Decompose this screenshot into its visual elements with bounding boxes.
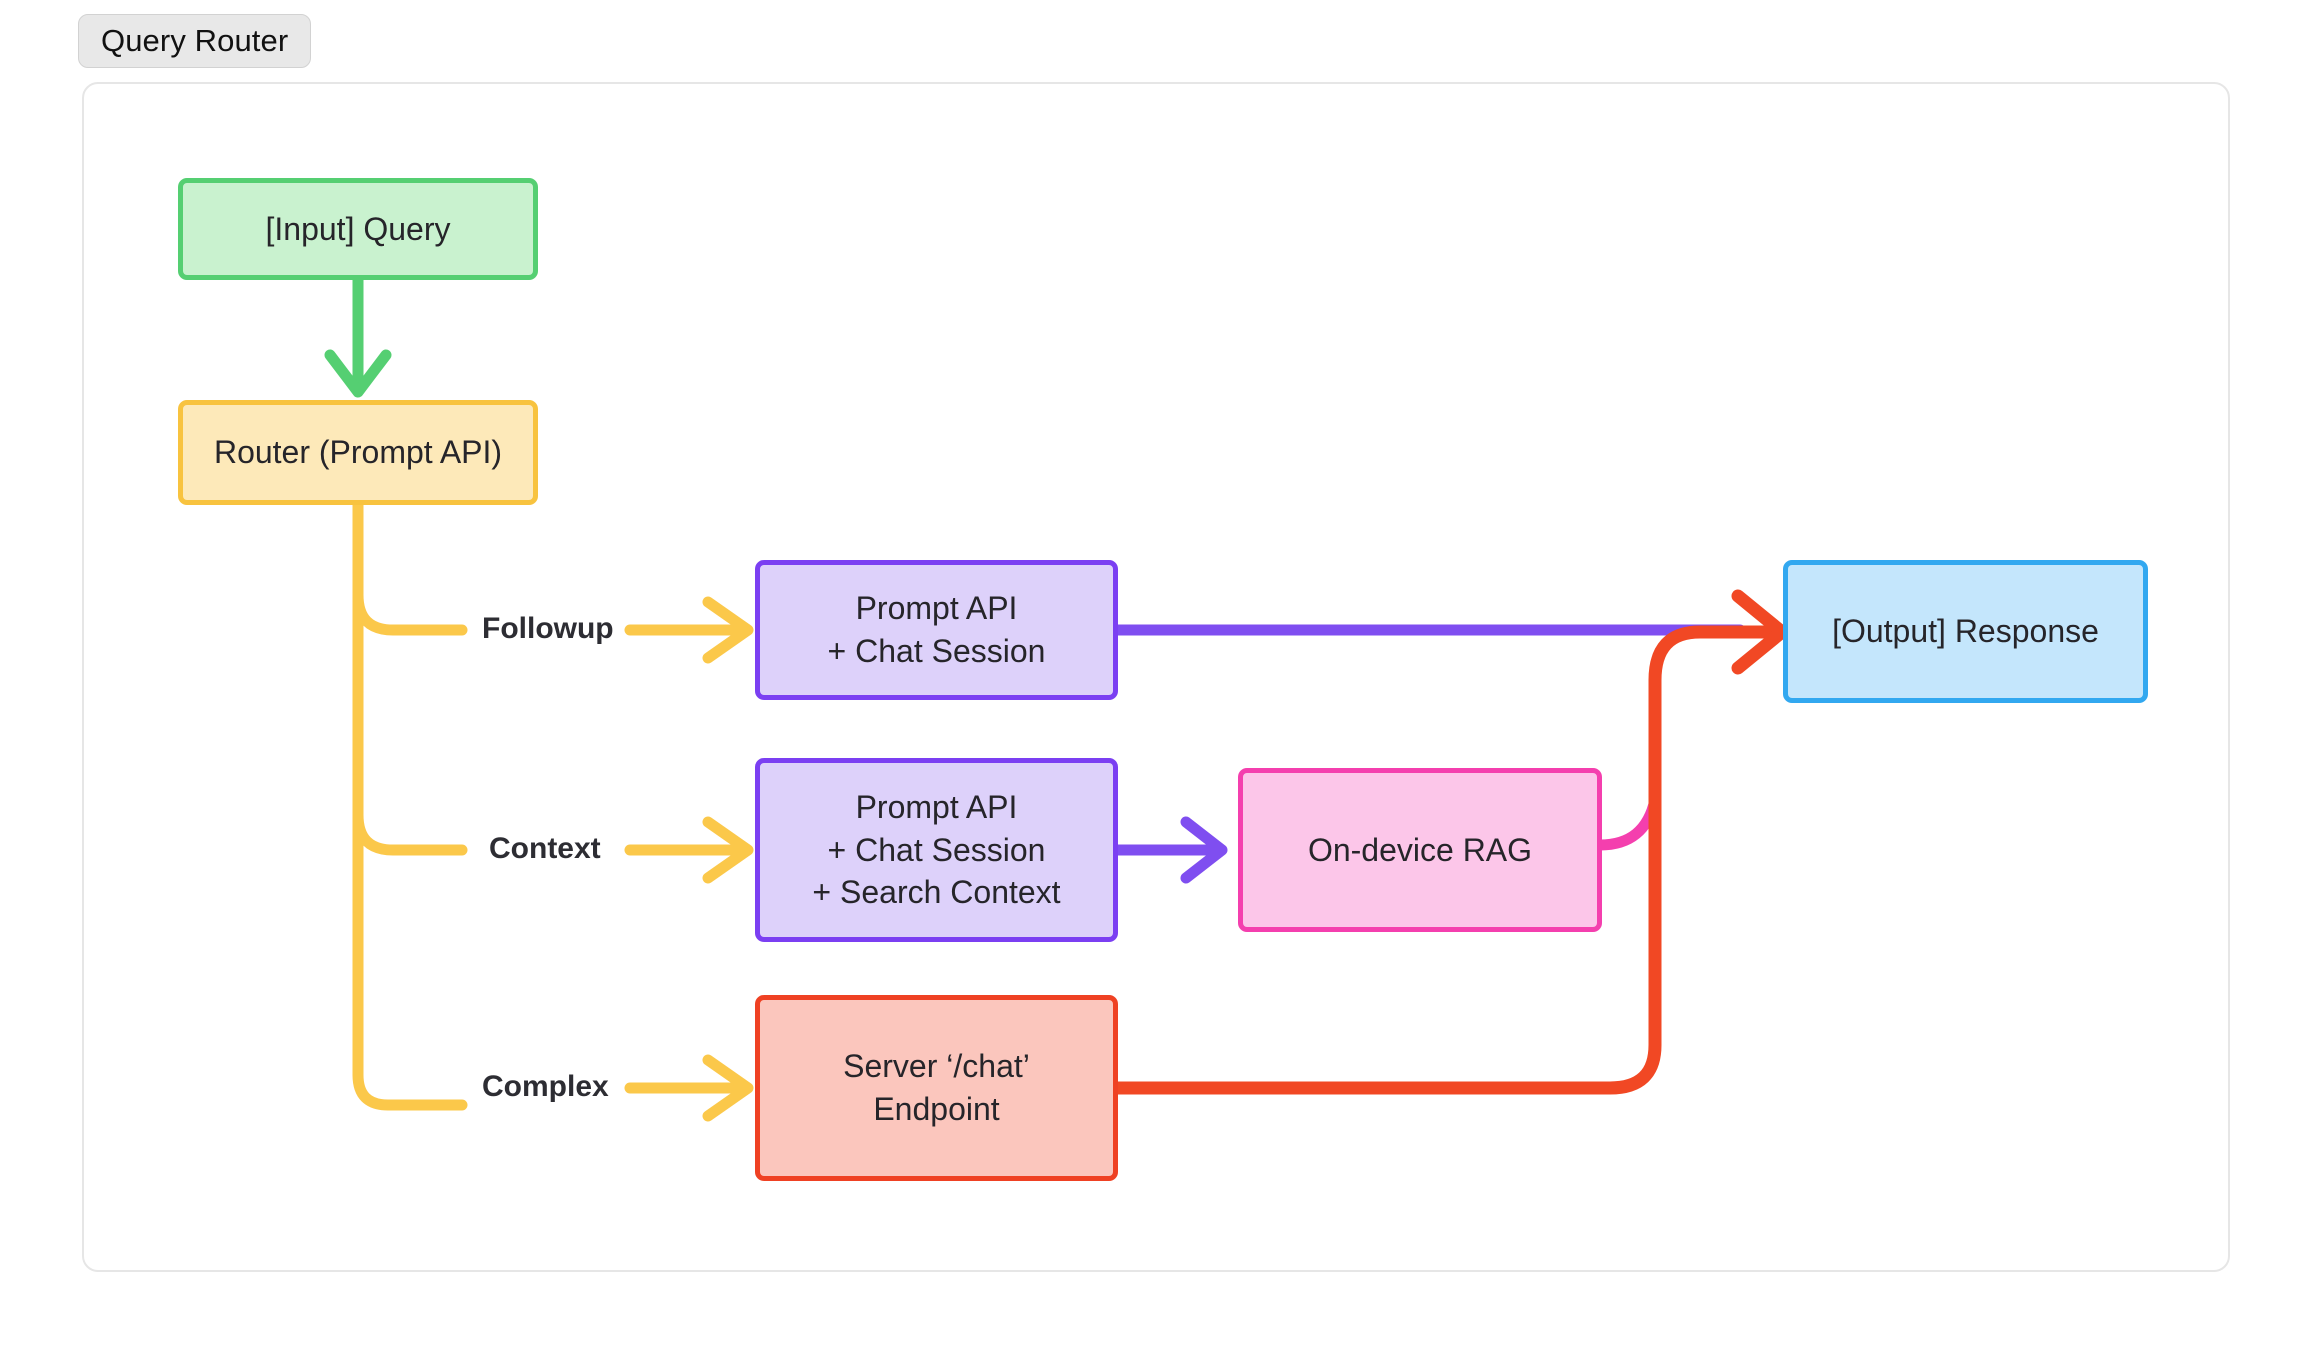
node-output-response[interactable]: [Output] Response [1783, 560, 2148, 703]
node-followup-prompt-api[interactable]: Prompt API + Chat Session [755, 560, 1118, 700]
edge-label-complex: Complex [482, 1070, 609, 1103]
diagram-title-label: Query Router [101, 23, 289, 58]
node-server-chat-endpoint-label: Server ‘/chat’ Endpoint [843, 1048, 1030, 1127]
node-followup-prompt-api-label: Prompt API + Chat Session [827, 590, 1046, 669]
edge-label-context: Context [489, 832, 601, 865]
node-router[interactable]: Router (Prompt API) [178, 400, 538, 505]
node-input-query[interactable]: [Input] Query [178, 178, 538, 280]
diagram-title-chip[interactable]: Query Router [78, 14, 312, 68]
node-output-response-label: [Output] Response [1832, 613, 2099, 650]
node-router-label: Router (Prompt API) [213, 434, 503, 471]
node-server-chat-endpoint[interactable]: Server ‘/chat’ Endpoint [755, 995, 1118, 1181]
node-on-device-rag[interactable]: On-device RAG [1238, 768, 1602, 932]
node-context-prompt-api[interactable]: Prompt API + Chat Session + Search Conte… [755, 758, 1118, 942]
node-context-prompt-api-label: Prompt API + Chat Session + Search Conte… [812, 789, 1061, 911]
node-on-device-rag-label: On-device RAG [1307, 831, 1533, 868]
node-input-query-label: [Input] Query [265, 210, 451, 247]
edge-label-followup: Followup [482, 612, 614, 645]
